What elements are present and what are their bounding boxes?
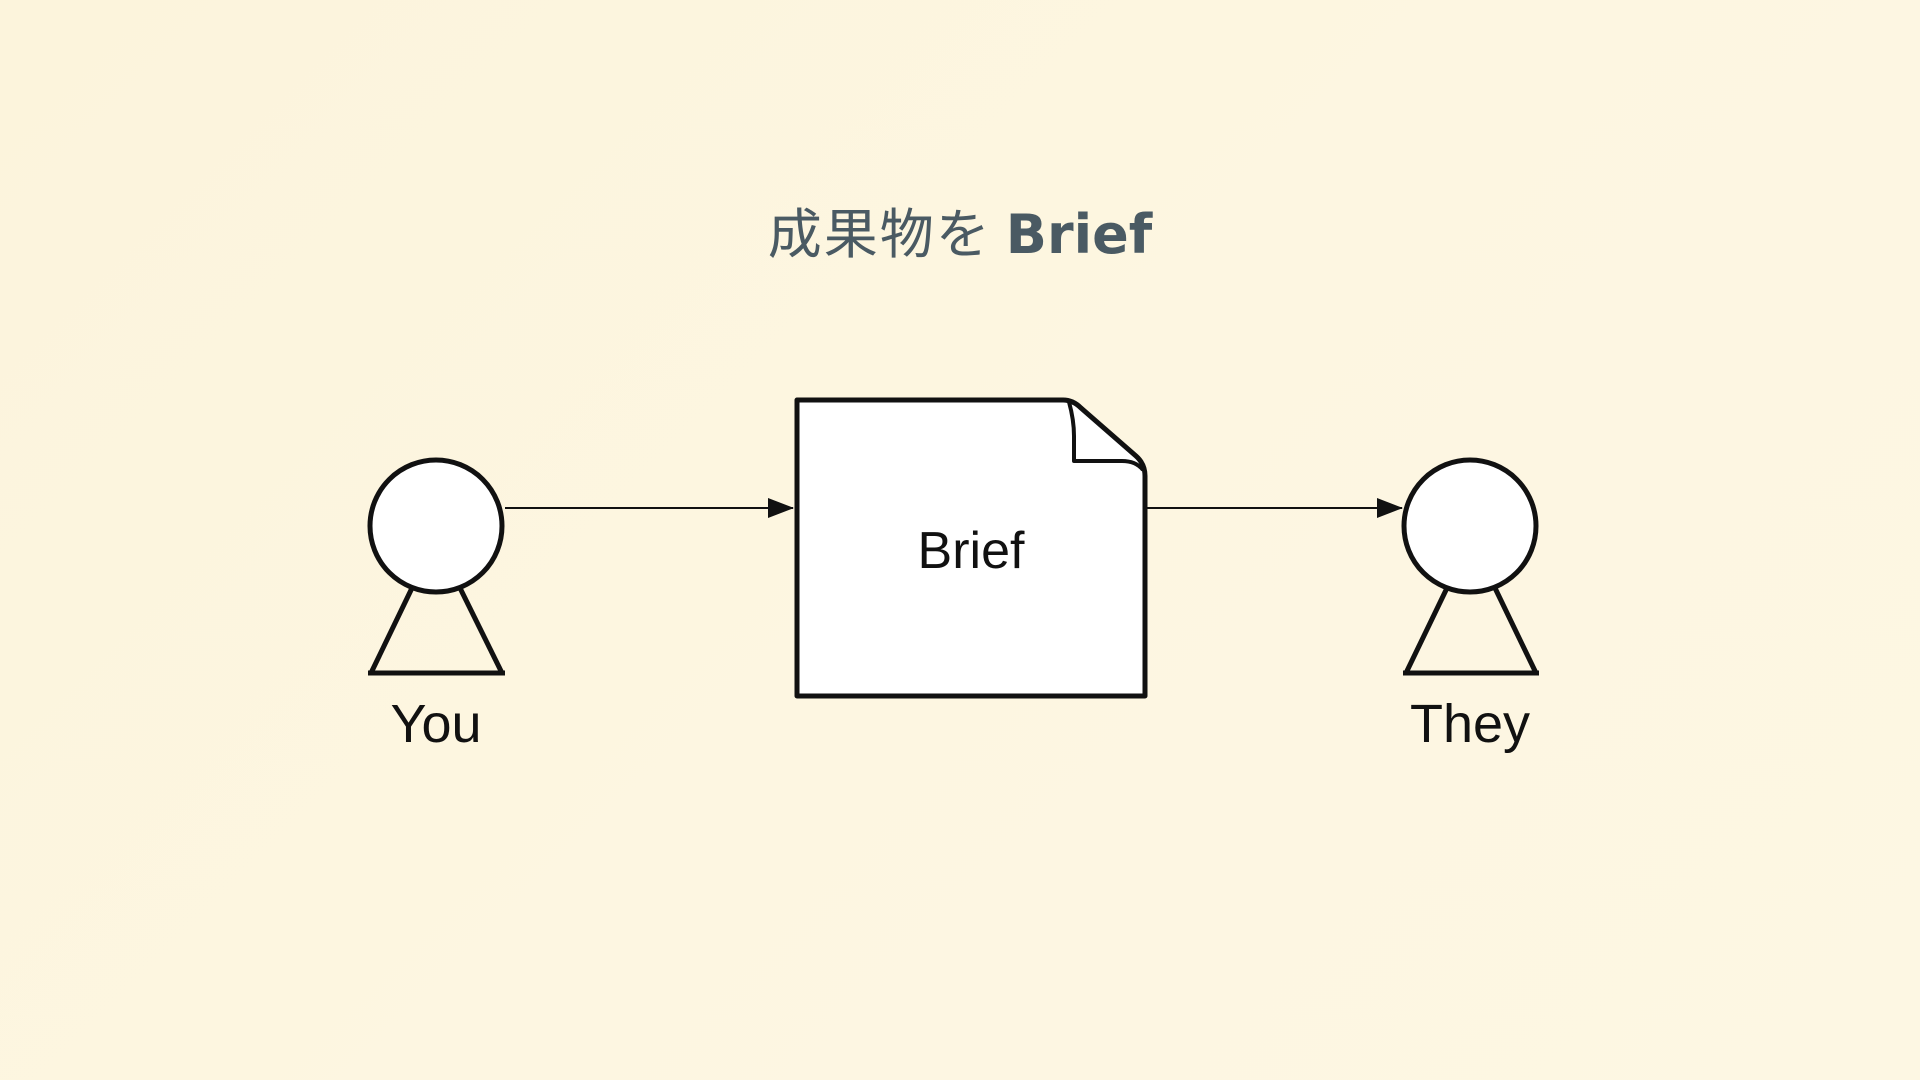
receiver-label: They (1410, 694, 1530, 754)
receiver-body-right (1492, 586, 1539, 675)
document-label: Brief (918, 522, 1025, 580)
receiver-head-icon (1401, 457, 1539, 595)
document-icon (794, 397, 1148, 699)
sender-actor: You (367, 457, 505, 754)
receiver-actor: They (1401, 457, 1539, 754)
sender-body-right (457, 586, 505, 675)
sender-body-left (368, 586, 415, 675)
document-node: Brief (794, 397, 1148, 699)
sender-label: You (390, 694, 481, 754)
slide-title-emphasis: Brief (1005, 203, 1153, 266)
sender-head-icon (367, 457, 505, 595)
receiver-body-left (1403, 586, 1450, 675)
slide-title-main: 成果物を (767, 203, 992, 266)
document-fold-icon (1067, 401, 1145, 472)
